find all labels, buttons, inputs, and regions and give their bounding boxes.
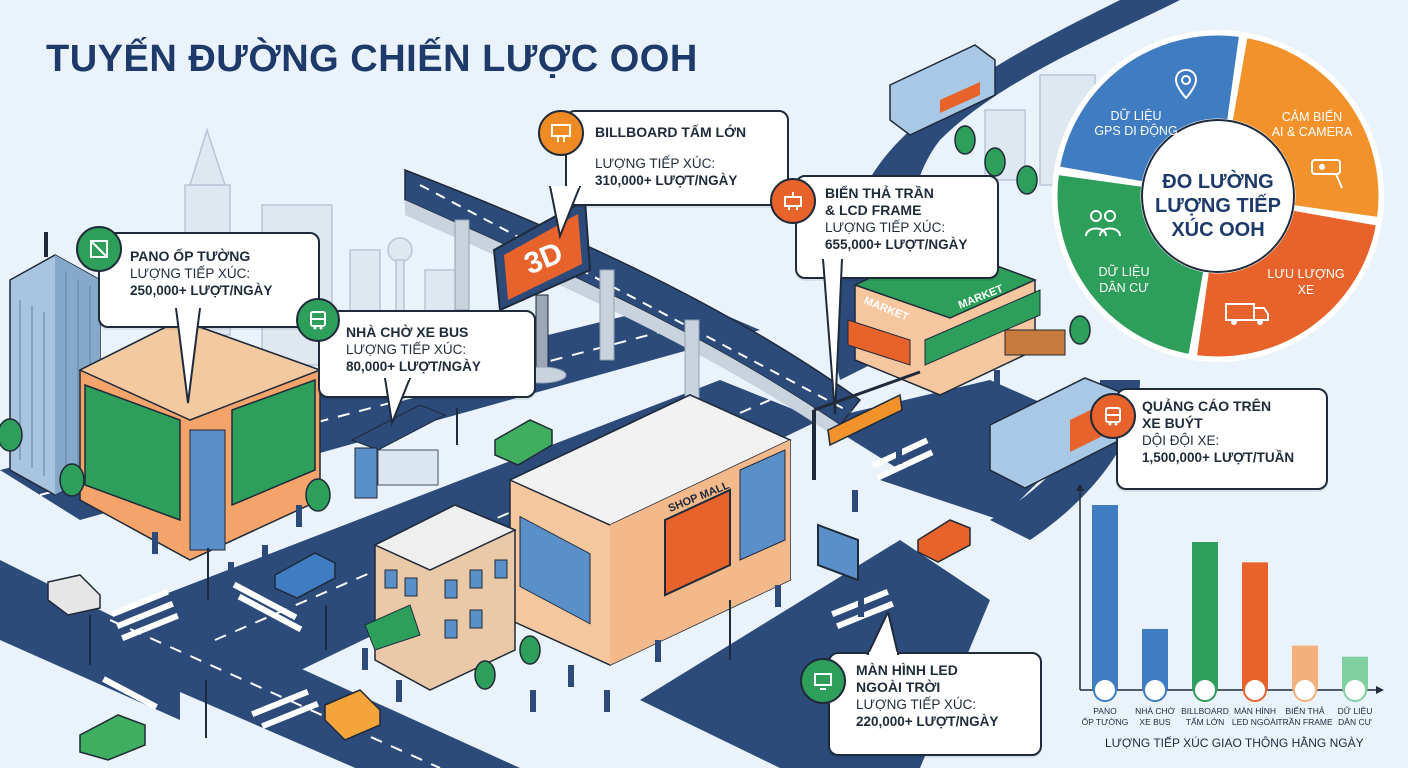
billboard-callout-value: 310,000+ LƯỢT/NGÀY [595,173,738,188]
bar-label-5-1: DÂN CƯ [1338,717,1372,727]
3d-billboard-structure: 3D [492,198,592,384]
wall-panel-callout-title: PANO ỐP TƯỜNG [130,248,251,264]
wheel-center-line-3: XÚC OOH [1171,217,1264,241]
wall-panel-icon [1093,678,1117,702]
bus-top [889,44,996,136]
bar-label-3-0: MÀN HÌNH [1234,706,1276,716]
bar-label-1-0: NHÀ CHỜ [1135,706,1176,716]
apartment-building [364,504,517,691]
measurement-wheel: ĐO LƯỜNG LƯỢNG TIẾP XÚC OOH DỮ LIỆU GPS … [1052,30,1384,362]
market-building: MARKET MARKET [847,244,1066,396]
bus-stop-callout: NHÀ CHỜ XE BUS LƯỢNG TIẾP XÚC: 80,000+ L… [318,310,536,398]
bus-stop-callout-title: NHÀ CHỜ XE BUS [346,324,469,340]
hanging-sign-callout-title-1: BIỂN THẢ TRẦN [825,185,934,201]
wheel-traffic-label-2: XE [1298,283,1315,297]
bus-stop-callout-label: LƯỢNG TIẾP XÚC: [346,342,467,357]
billboard-callout-pointer [548,186,582,240]
wheel-center-line-2: LƯỢNG TIẾP [1155,194,1281,217]
bus-icon [1143,678,1167,702]
hanging-sign-callout-value: 655,000+ LƯỢT/NGÀY [825,237,968,252]
led-screen-callout-label: LƯỢNG TIẾP XÚC: [856,697,977,712]
wheel-camera-label-1: CẢM BIẾN [1282,109,1342,124]
bus-shelter [350,404,447,499]
traffic-lights [89,408,731,738]
bus-ads-callout-value: 1,500,000+ LƯỢT/TUẦN [1142,450,1295,465]
cars [47,419,971,761]
camera-icon [1311,159,1343,189]
wall-panel-callout-pointer [174,308,202,404]
chart-caption: LƯỢNG TIẾP XÚC GIAO THÔNG HẰNG NGÀY [1105,736,1364,750]
bar-2 [1192,542,1218,690]
wall-panel-icon [76,226,122,272]
led-screen-icon [800,658,846,704]
wheel-center-line-1: ĐO LƯỜNG [1162,169,1273,193]
wheel-population-label-1: DỮ LIỆU [1099,264,1150,279]
bar-label-4-0: BIỂN THẢ [1285,705,1324,716]
wheel-center-disc [1141,119,1295,273]
trees [0,125,1091,690]
led-screen-callout: MÀN HÌNH LED NGOÀI TRỜI LƯỢNG TIẾP XÚC: … [828,652,1042,756]
wheel-camera-label-2: AI & CAMERA [1272,125,1353,139]
corner-building-wall-panels [78,319,323,561]
bus-ads-callout: QUẢNG CÁO TRÊN XE BUÝT DỘI ĐỘI XE: 1,500… [1116,388,1328,490]
led-screen-callout-title-1: MÀN HÌNH LED [856,662,958,678]
hanging-sign-icon [1293,678,1317,702]
led-screen-callout-value: 220,000+ LƯỢT/NGÀY [856,714,999,729]
bar-label-5-0: DỮ LIỆU [1338,706,1373,716]
hanging-sign-structure [812,370,921,480]
hanging-sign-callout-label: LƯỢNG TIẾP XÚC: [825,220,946,235]
wheel-population-label-2: DÂN CƯ [1099,280,1149,295]
bus-stop-callout-value: 80,000+ LƯỢT/NGÀY [346,359,481,374]
hanging-sign-callout-pointer [821,259,844,415]
bus-stop-icon [296,298,340,342]
bar-label-3-1: LED NGOÀI [1232,717,1278,727]
bus-stop-callout-pointer [383,378,412,427]
led-street-screen [817,523,859,582]
people-icon [1085,210,1121,237]
bar-label-4-1: TRẦN FRAME [1277,717,1333,727]
pedestrians [152,370,1000,712]
billboard-callout-title: BILLBOARD TẤM LỚN [595,124,747,140]
billboard-callout-label: LƯỢNG TIẾP XÚC: [595,156,716,171]
bar-label-2-0: BILLBOARD [1181,706,1229,716]
hanging-sign-callout-title-2: & LCD FRAME [825,202,922,218]
billboard-callout: BILLBOARD TẤM LỚN LƯỢNG TIẾP XÚC: 310,00… [565,110,789,206]
truck-icon [1225,303,1269,325]
page-title: TUYẾN ĐƯỜNG CHIẾN LƯỢC OOH [46,38,698,80]
monitor-icon [1243,678,1267,702]
billboard-icon [1193,678,1217,702]
bar-label-0-0: PANO [1093,706,1117,716]
bus-ads-callout-label: DỘI ĐỘI XE: [1142,433,1220,448]
led-screen-callout-pointer [866,612,900,656]
bar-label-2-1: TẤM LỚN [1186,717,1224,727]
wall-panel-callout-label: LƯỢNG TIẾP XÚC: [130,266,251,281]
bus-ads-icon [1090,393,1136,439]
bar-label-1-1: XE BUS [1139,717,1171,727]
wheel-gps-label-1: DỮ LIỆU [1111,108,1162,123]
bar-0 [1092,505,1118,690]
led-screen-callout-title-2: NGOÀI TRỜI [856,679,941,695]
people-icon [1343,678,1367,702]
wall-panel-callout-value: 250,000+ LƯỢT/NGÀY [130,283,273,298]
location-pin-icon [1174,68,1198,100]
wall-panel-callout: PANO ỐP TƯỜNG LƯỢNG TIẾP XÚC: 250,000+ L… [98,232,320,328]
bus-ads-callout-title-2: XE BUÝT [1142,415,1203,431]
bus-ads-callout-title-1: QUẢNG CÁO TRÊN [1142,398,1272,414]
wheel-traffic-label-1: LƯU LƯỢNG [1267,267,1344,281]
bar-label-0-1: ỐP TƯỜNG [1082,716,1129,727]
wheel-gps-label-2: GPS DI ĐỘNG [1094,123,1177,138]
bar-3 [1242,562,1268,690]
billboard-icon [538,110,584,156]
hanging-sign-icon [770,178,816,224]
